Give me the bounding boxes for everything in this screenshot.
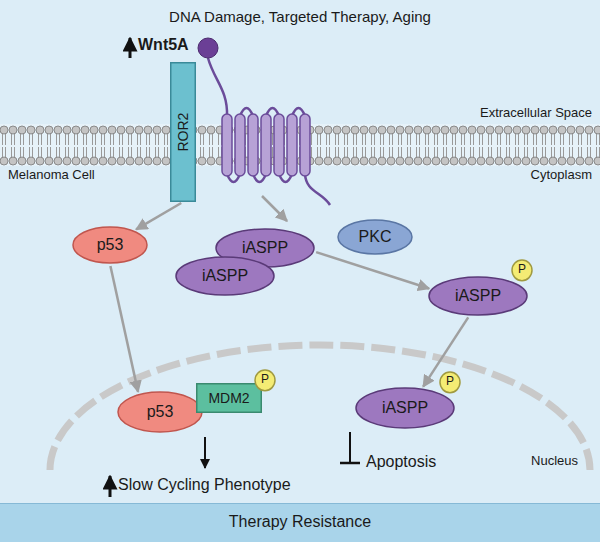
outcome-band: Therapy Resistance [0, 503, 600, 542]
node-label: P [518, 263, 526, 277]
increase-arrow [129, 38, 132, 58]
protein-ellipse: iASPP [428, 276, 528, 316]
region-label: Extracellular Space [480, 106, 592, 121]
node-label: Therapy Resistance [229, 513, 371, 531]
region-label: Cytoplasm [531, 168, 592, 183]
outcome-label: Apoptosis [366, 453, 436, 471]
phosphate-circle: P [254, 369, 276, 392]
node-label: P [261, 373, 269, 387]
node-label: P [446, 375, 454, 389]
node-label: iASPP [382, 399, 428, 417]
protein-ellipse: p53 [72, 226, 148, 264]
outcome-arrow [204, 437, 206, 468]
node-label: PKC [359, 228, 392, 246]
inhibition-bar [340, 462, 360, 465]
ligand-label: Wnt5A [138, 36, 189, 54]
node-label: p53 [147, 403, 174, 421]
protein-ellipse: p53 [117, 391, 203, 433]
signal-arrow [262, 196, 287, 221]
signal-arrow [316, 252, 429, 288]
node-label: p53 [97, 236, 124, 254]
protein-box: MDM2 [196, 383, 262, 413]
diagram-title: DNA Damage, Targeted Therapy, Aging [0, 8, 600, 25]
inhibition-line [349, 432, 351, 463]
protein-ellipse: iASPP [175, 256, 275, 296]
phosphate-circle: P [439, 371, 461, 394]
signal-arrow [136, 203, 181, 229]
phosphate-circle: P [511, 259, 533, 282]
node-label: iASPP [455, 287, 501, 305]
region-label: Nucleus [531, 454, 578, 469]
frizzled-receptor [208, 58, 330, 205]
increase-arrow [109, 476, 112, 497]
receptor-box: ROR2 [170, 62, 196, 202]
node-label: ROR2 [175, 113, 191, 152]
kinase-ellipse: PKC [337, 219, 413, 255]
node-label: MDM2 [208, 390, 249, 406]
wnt5a-ligand [198, 38, 218, 58]
node-label: iASPP [202, 267, 248, 285]
region-label: Melanoma Cell [8, 168, 95, 183]
outcome-label: Slow Cycling Phenotype [118, 476, 291, 494]
node-label: iASPP [242, 239, 288, 257]
signal-arrow [110, 266, 138, 392]
protein-ellipse: iASPP [355, 387, 455, 429]
